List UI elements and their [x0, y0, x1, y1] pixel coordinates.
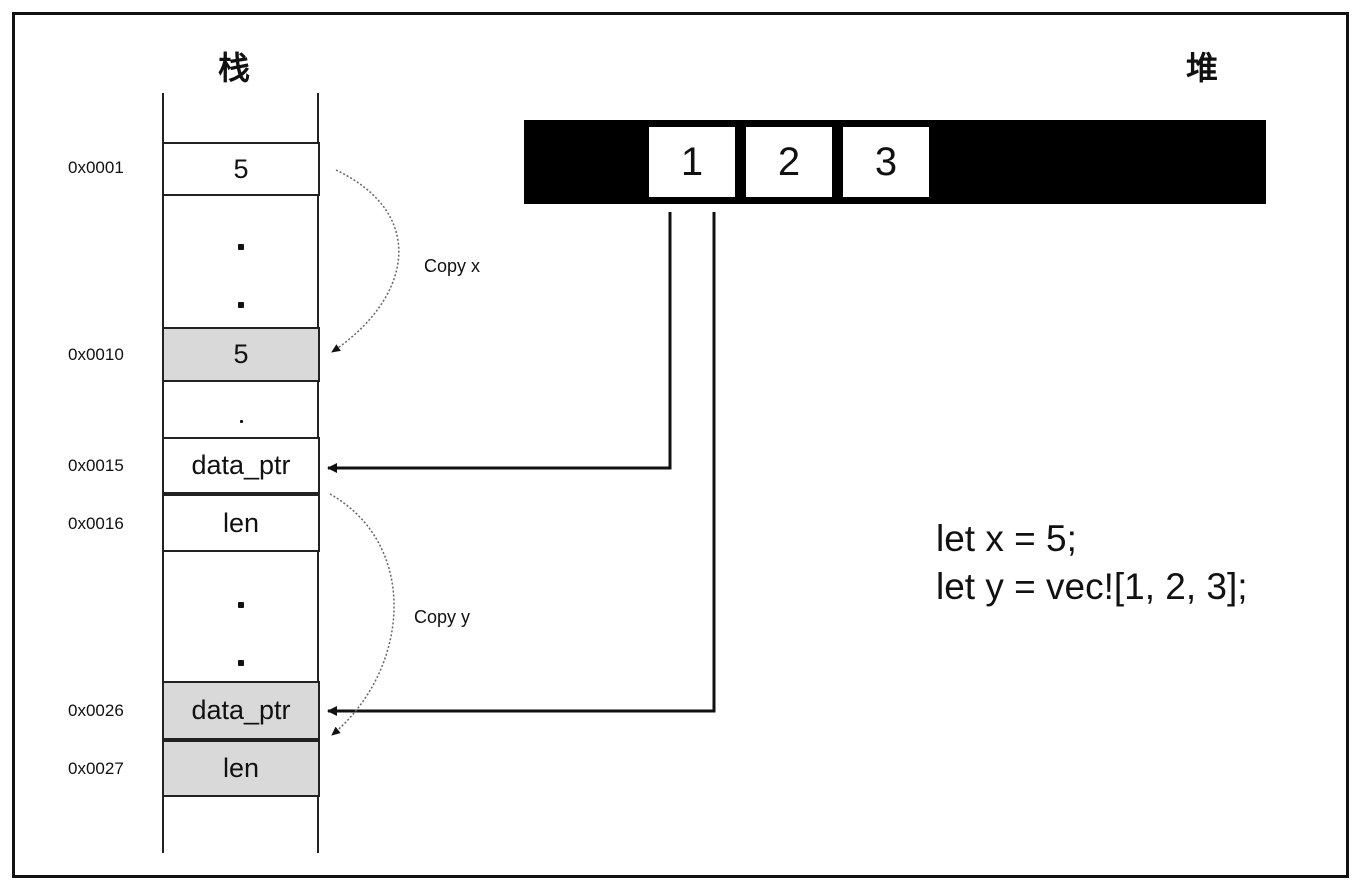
- ellipsis-dot: [238, 602, 244, 608]
- address-label: 0x0015: [68, 456, 124, 475]
- address-label: 0x0010: [68, 345, 124, 364]
- stack-cell-x-copy: 5: [162, 327, 320, 382]
- heap-title: 堆: [1186, 49, 1219, 87]
- heap-cell: 1: [649, 127, 735, 197]
- copy-y-label: Copy y: [414, 607, 471, 627]
- copy-x-arrow: [331, 169, 400, 353]
- stack-cell-y-len: len: [162, 494, 320, 552]
- ellipsis-dot: [238, 302, 244, 308]
- copy-y-arrow: [329, 493, 395, 736]
- heap-cell: 2: [746, 127, 832, 197]
- stack-cell-x: 5: [162, 142, 320, 196]
- code-line: let y = vec![1, 2, 3];: [936, 566, 1248, 607]
- code-snippet: let x = 5; let y = vec![1, 2, 3];: [936, 515, 1248, 611]
- ellipsis-dot: [238, 660, 244, 666]
- address-label: 0x0001: [68, 158, 124, 177]
- pointer-arrow-y: [327, 212, 672, 473]
- heap-cell: 3: [843, 127, 929, 197]
- address-label: 0x0027: [68, 759, 124, 778]
- stack-title: 栈: [218, 49, 251, 87]
- pointer-arrow-y-copy: [327, 212, 716, 716]
- diagram-frame: [12, 12, 1349, 878]
- code-line: let x = 5;: [936, 518, 1077, 559]
- ellipsis-dot: [238, 244, 244, 250]
- ellipsis-dot: [240, 420, 243, 423]
- address-label: 0x0026: [68, 701, 124, 720]
- stack-cell-y-copy-len: len: [162, 740, 320, 797]
- address-label: 0x0016: [68, 514, 124, 533]
- stack-cell-y-copy-data-ptr: data_ptr: [162, 681, 320, 740]
- stack-cell-y-data-ptr: data_ptr: [162, 437, 320, 494]
- copy-x-label: Copy x: [424, 256, 481, 276]
